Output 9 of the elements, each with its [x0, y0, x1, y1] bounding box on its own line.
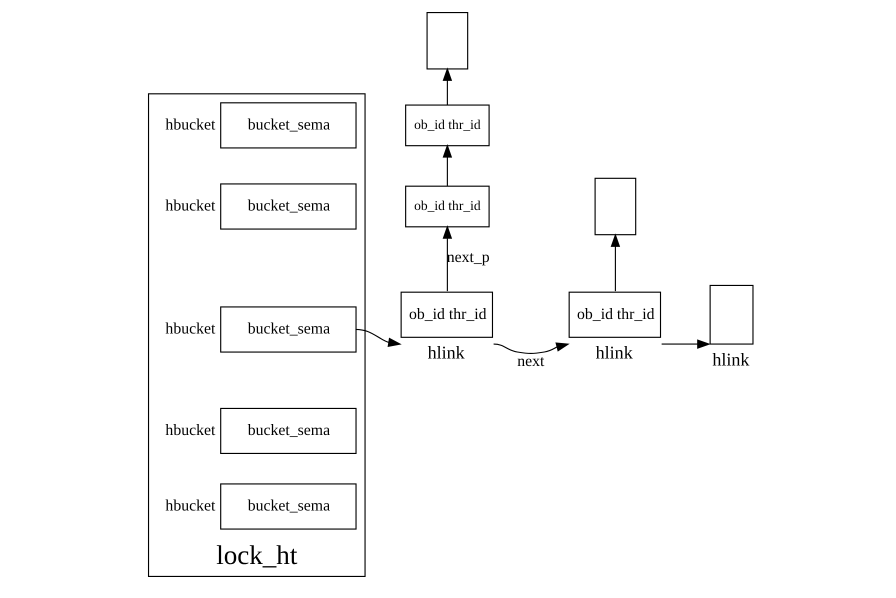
node-label: hlink: [712, 349, 749, 370]
node-label: hbucket: [164, 198, 215, 215]
node-label: hbucket: [164, 320, 215, 338]
node-label: hlink: [595, 342, 632, 363]
edge-label: next: [516, 352, 544, 370]
node-label: hbucket: [164, 422, 215, 440]
node-label: hlink: [427, 342, 464, 363]
node-label: hbucket: [164, 116, 215, 134]
node-label: hbucket: [164, 498, 215, 515]
